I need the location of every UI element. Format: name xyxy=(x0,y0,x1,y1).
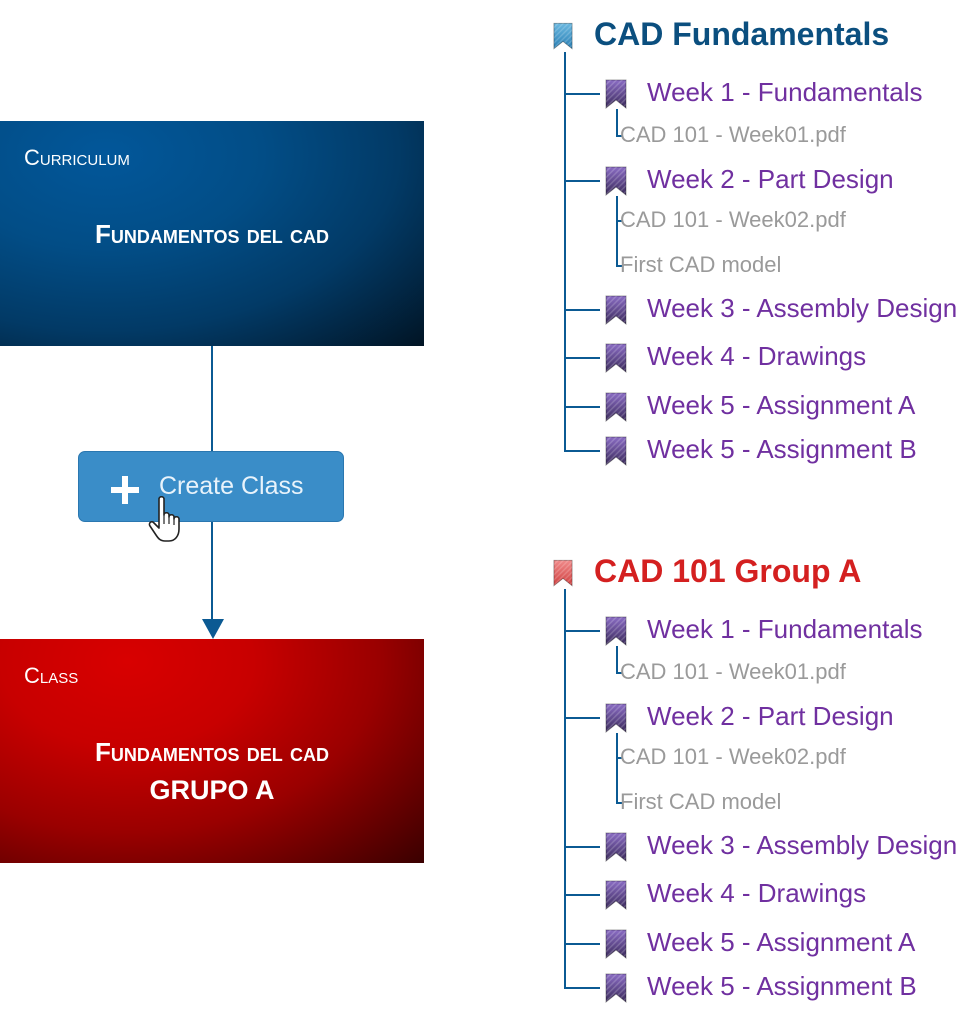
class-title: Fundamentos del cad GRUPO A xyxy=(0,733,424,809)
tree-item-week[interactable]: Week 2 - Part Design xyxy=(647,164,894,194)
tree-branch-line xyxy=(564,357,600,359)
create-class-button[interactable]: Create Class xyxy=(78,451,344,522)
bookmark-purple-icon xyxy=(605,929,627,959)
hand-pointer-icon xyxy=(148,495,180,542)
bookmark-purple-icon xyxy=(605,343,627,373)
class-title-line1: Fundamentos del cad xyxy=(95,737,329,767)
arrow-down-icon xyxy=(202,619,224,639)
tree-item-week[interactable]: Week 5 - Assignment B xyxy=(647,434,917,464)
bookmark-blue-icon xyxy=(553,22,573,50)
tree-branch-line xyxy=(564,943,600,945)
tree-branch-line xyxy=(564,406,600,408)
tree-branch-line xyxy=(564,630,600,632)
tree-branch-line xyxy=(564,987,600,989)
tree-branch-line xyxy=(564,180,600,182)
create-class-label: Create Class xyxy=(159,472,304,500)
tree-item-file[interactable]: CAD 101 - Week01.pdf xyxy=(620,122,846,147)
tree-leaf-branch-line xyxy=(616,135,622,137)
tree-item-week[interactable]: Week 3 - Assembly Design xyxy=(647,293,958,323)
bookmark-purple-icon xyxy=(605,616,627,646)
curriculum-title: Fundamentos del cad xyxy=(95,219,329,249)
tree-trunk-line xyxy=(564,589,566,988)
bookmark-purple-icon xyxy=(605,166,627,196)
tree-item-file[interactable]: CAD 101 - Week02.pdf xyxy=(620,744,846,769)
bookmark-purple-icon xyxy=(605,295,627,325)
tree-item-week[interactable]: Week 5 - Assignment A xyxy=(647,927,916,957)
tree-branch-line xyxy=(564,93,600,95)
bookmark-purple-icon xyxy=(605,973,627,1003)
tree-title[interactable]: CAD 101 Group A xyxy=(594,553,862,589)
tree-item-week[interactable]: Week 3 - Assembly Design xyxy=(647,830,958,860)
tree-leaf-branch-line xyxy=(616,265,622,267)
bookmark-purple-icon xyxy=(605,880,627,910)
tree-item-file[interactable]: CAD 101 - Week02.pdf xyxy=(620,207,846,232)
tree-item-file[interactable]: First CAD model xyxy=(620,789,782,814)
bookmark-purple-icon xyxy=(605,392,627,422)
tree-leaf-branch-line xyxy=(616,802,622,804)
connector-line-top xyxy=(211,346,213,451)
connector-line-bottom xyxy=(211,522,213,622)
curriculum-box: Curriculum Fundamentos del cad xyxy=(0,121,424,346)
tree-leaf-branch-line xyxy=(616,672,622,674)
tree-branch-line xyxy=(564,894,600,896)
tree-item-file[interactable]: CAD 101 - Week01.pdf xyxy=(620,659,846,684)
tree-subtrunk-line xyxy=(616,109,618,136)
tree-item-week[interactable]: Week 5 - Assignment B xyxy=(647,971,917,1001)
tree-trunk-line xyxy=(564,52,566,451)
tree-item-week[interactable]: Week 4 - Drawings xyxy=(647,341,867,371)
tree-title[interactable]: CAD Fundamentals xyxy=(594,16,890,52)
tree-leaf-branch-line xyxy=(616,220,622,222)
bookmark-red-icon xyxy=(553,559,573,587)
class-label: Class xyxy=(24,663,79,688)
tree-item-week[interactable]: Week 5 - Assignment A xyxy=(647,390,916,420)
tree-item-week[interactable]: Week 1 - Fundamentals xyxy=(647,77,923,107)
tree-item-week[interactable]: Week 4 - Drawings xyxy=(647,878,867,908)
curriculum-label: Curriculum xyxy=(24,145,130,170)
tree-branch-line xyxy=(564,450,600,452)
tree-branch-line xyxy=(564,846,600,848)
class-box: Class Fundamentos del cad GRUPO A xyxy=(0,639,424,863)
tree-subtrunk-line xyxy=(616,196,618,266)
bookmark-purple-icon xyxy=(605,703,627,733)
tree-branch-line xyxy=(564,309,600,311)
tree-leaf-branch-line xyxy=(616,757,622,759)
plus-icon xyxy=(111,476,139,504)
class-title-line2: GRUPO A xyxy=(149,775,275,805)
bookmark-purple-icon xyxy=(605,79,627,109)
tree-item-file[interactable]: First CAD model xyxy=(620,252,782,277)
tree-item-week[interactable]: Week 2 - Part Design xyxy=(647,701,894,731)
tree-branch-line xyxy=(564,717,600,719)
bookmark-purple-icon xyxy=(605,832,627,862)
tree-subtrunk-line xyxy=(616,646,618,673)
tree-item-week[interactable]: Week 1 - Fundamentals xyxy=(647,614,923,644)
tree-subtrunk-line xyxy=(616,733,618,803)
bookmark-purple-icon xyxy=(605,436,627,466)
